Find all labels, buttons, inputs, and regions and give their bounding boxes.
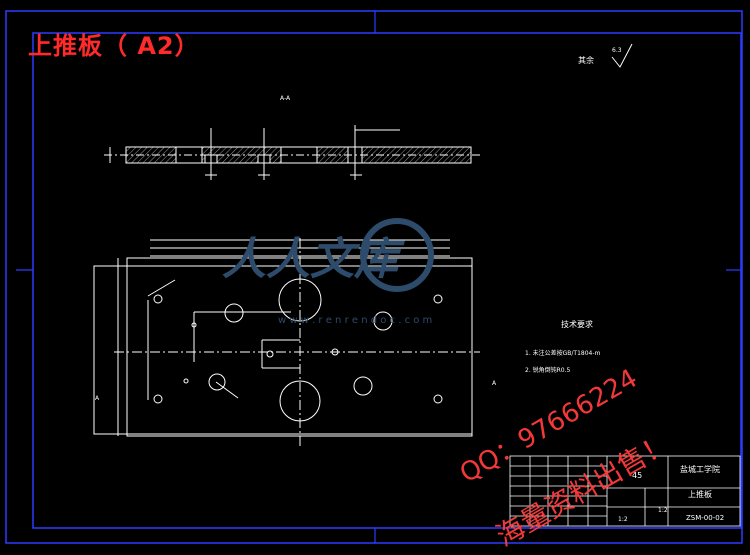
roughness-label: 其余 [578, 55, 594, 65]
roughness-value: 6.3 [612, 47, 622, 54]
plan-view [93, 238, 480, 448]
roughness-symbol-icon [611, 43, 633, 68]
watermark-main: 人人文库 [222, 234, 405, 285]
outer-frame [5, 10, 743, 544]
scale-cell: 1:2 [658, 507, 668, 514]
tech-title: 技术要求 [561, 319, 593, 329]
drawing-title-overlay: 上推板（ A2） [28, 32, 200, 60]
sheet-cell: 1:2 [618, 516, 628, 523]
title-block [509, 455, 741, 527]
part-name-cell: 上推板 [688, 489, 712, 499]
tech-item: 2. 锐角倒钝R0.5 [525, 366, 571, 374]
section-label: A-A [280, 95, 291, 102]
tech-item: 1. 未注公差按GB/T1804-m [525, 349, 601, 357]
cut-mark-right: A [492, 380, 497, 387]
watermark: 人人文库 w w w . r e n r e n d o c . c o m [222, 218, 434, 326]
drawing-no-cell: ZSM-00-02 [686, 514, 724, 522]
section-view [104, 125, 482, 180]
material-cell: 45 [632, 471, 642, 480]
inner-frame [32, 32, 742, 529]
cut-mark-left: A [95, 395, 100, 402]
watermark-url: w w w . r e n r e n d o c . c o m [278, 315, 432, 326]
school-cell: 盐城工学院 [680, 464, 720, 474]
